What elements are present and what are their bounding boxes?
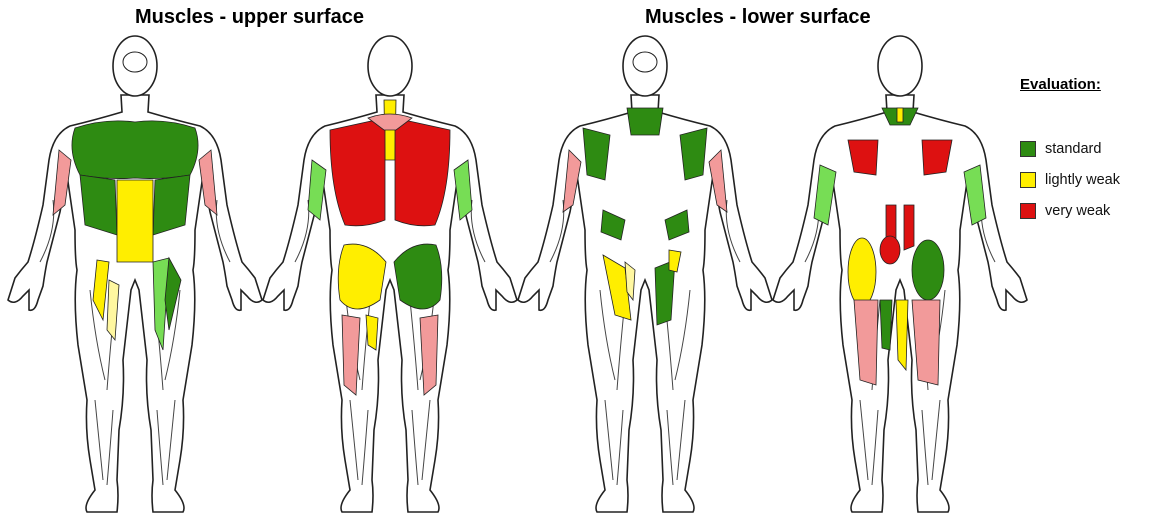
swatch-standard	[1020, 141, 1036, 157]
gluteus-medius-right	[912, 240, 944, 300]
body-outline-lower-back	[773, 36, 1027, 512]
legend-label-standard: standard	[1045, 141, 1101, 157]
figure-upper-back	[263, 36, 517, 512]
legend-item-standard: standard	[1020, 133, 1120, 164]
figure-lower-front	[518, 36, 772, 512]
gluteus-medius-left	[848, 238, 876, 306]
body-outline-lower-front	[518, 36, 772, 512]
legend-label-very-weak: very weak	[1045, 203, 1110, 219]
abdominal-muscle	[117, 180, 153, 262]
neck-extensor-center	[897, 108, 903, 122]
hamstring-inner-left	[366, 315, 378, 350]
swatch-lightly-weak	[1020, 172, 1036, 188]
swatch-very-weak	[1020, 203, 1036, 219]
legend-item-lightly-weak: lightly weak	[1020, 164, 1120, 195]
figure-lower-back	[773, 36, 1027, 512]
body-outline-upper-front	[8, 36, 262, 512]
hamstring-lower-center	[880, 300, 892, 350]
legend-label-lightly-weak: lightly weak	[1045, 172, 1120, 188]
figure-upper-front	[8, 36, 262, 512]
serratus-right	[680, 128, 707, 180]
neck-muscles	[627, 108, 663, 135]
legend-item-very-weak: very weak	[1020, 195, 1120, 226]
chest-muscle	[72, 121, 198, 179]
hamstring-lower-yellow	[896, 300, 908, 370]
piriformis-left	[880, 236, 900, 264]
evaluation-legend: Evaluation: standard lightly weak very w…	[1020, 76, 1120, 226]
legend-title: Evaluation:	[1020, 76, 1120, 93]
serratus-left	[583, 128, 610, 180]
